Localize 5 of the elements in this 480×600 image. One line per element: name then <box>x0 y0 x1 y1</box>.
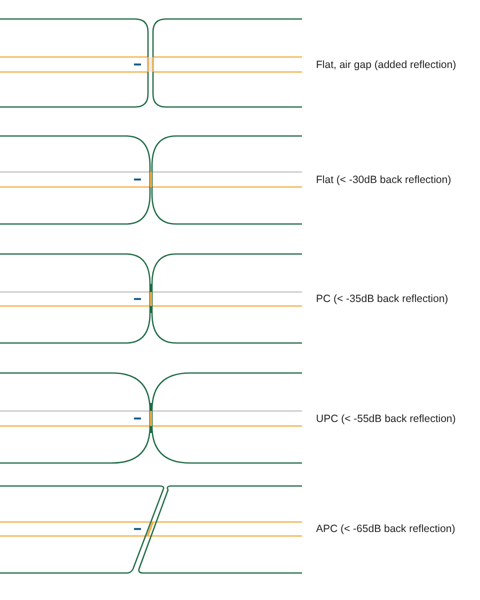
connector-type-label: UPC (< -55dB back reflection) <box>316 412 456 426</box>
connector-type-label: Flat (< -30dB back reflection) <box>316 174 452 186</box>
connector-type-label: APC (< -65dB back reflection) <box>316 523 456 536</box>
connector-type-label: PC (< -35dB back reflection) <box>316 293 448 306</box>
connector-type-label: Flat, air gap (added reflection) <box>316 58 456 72</box>
